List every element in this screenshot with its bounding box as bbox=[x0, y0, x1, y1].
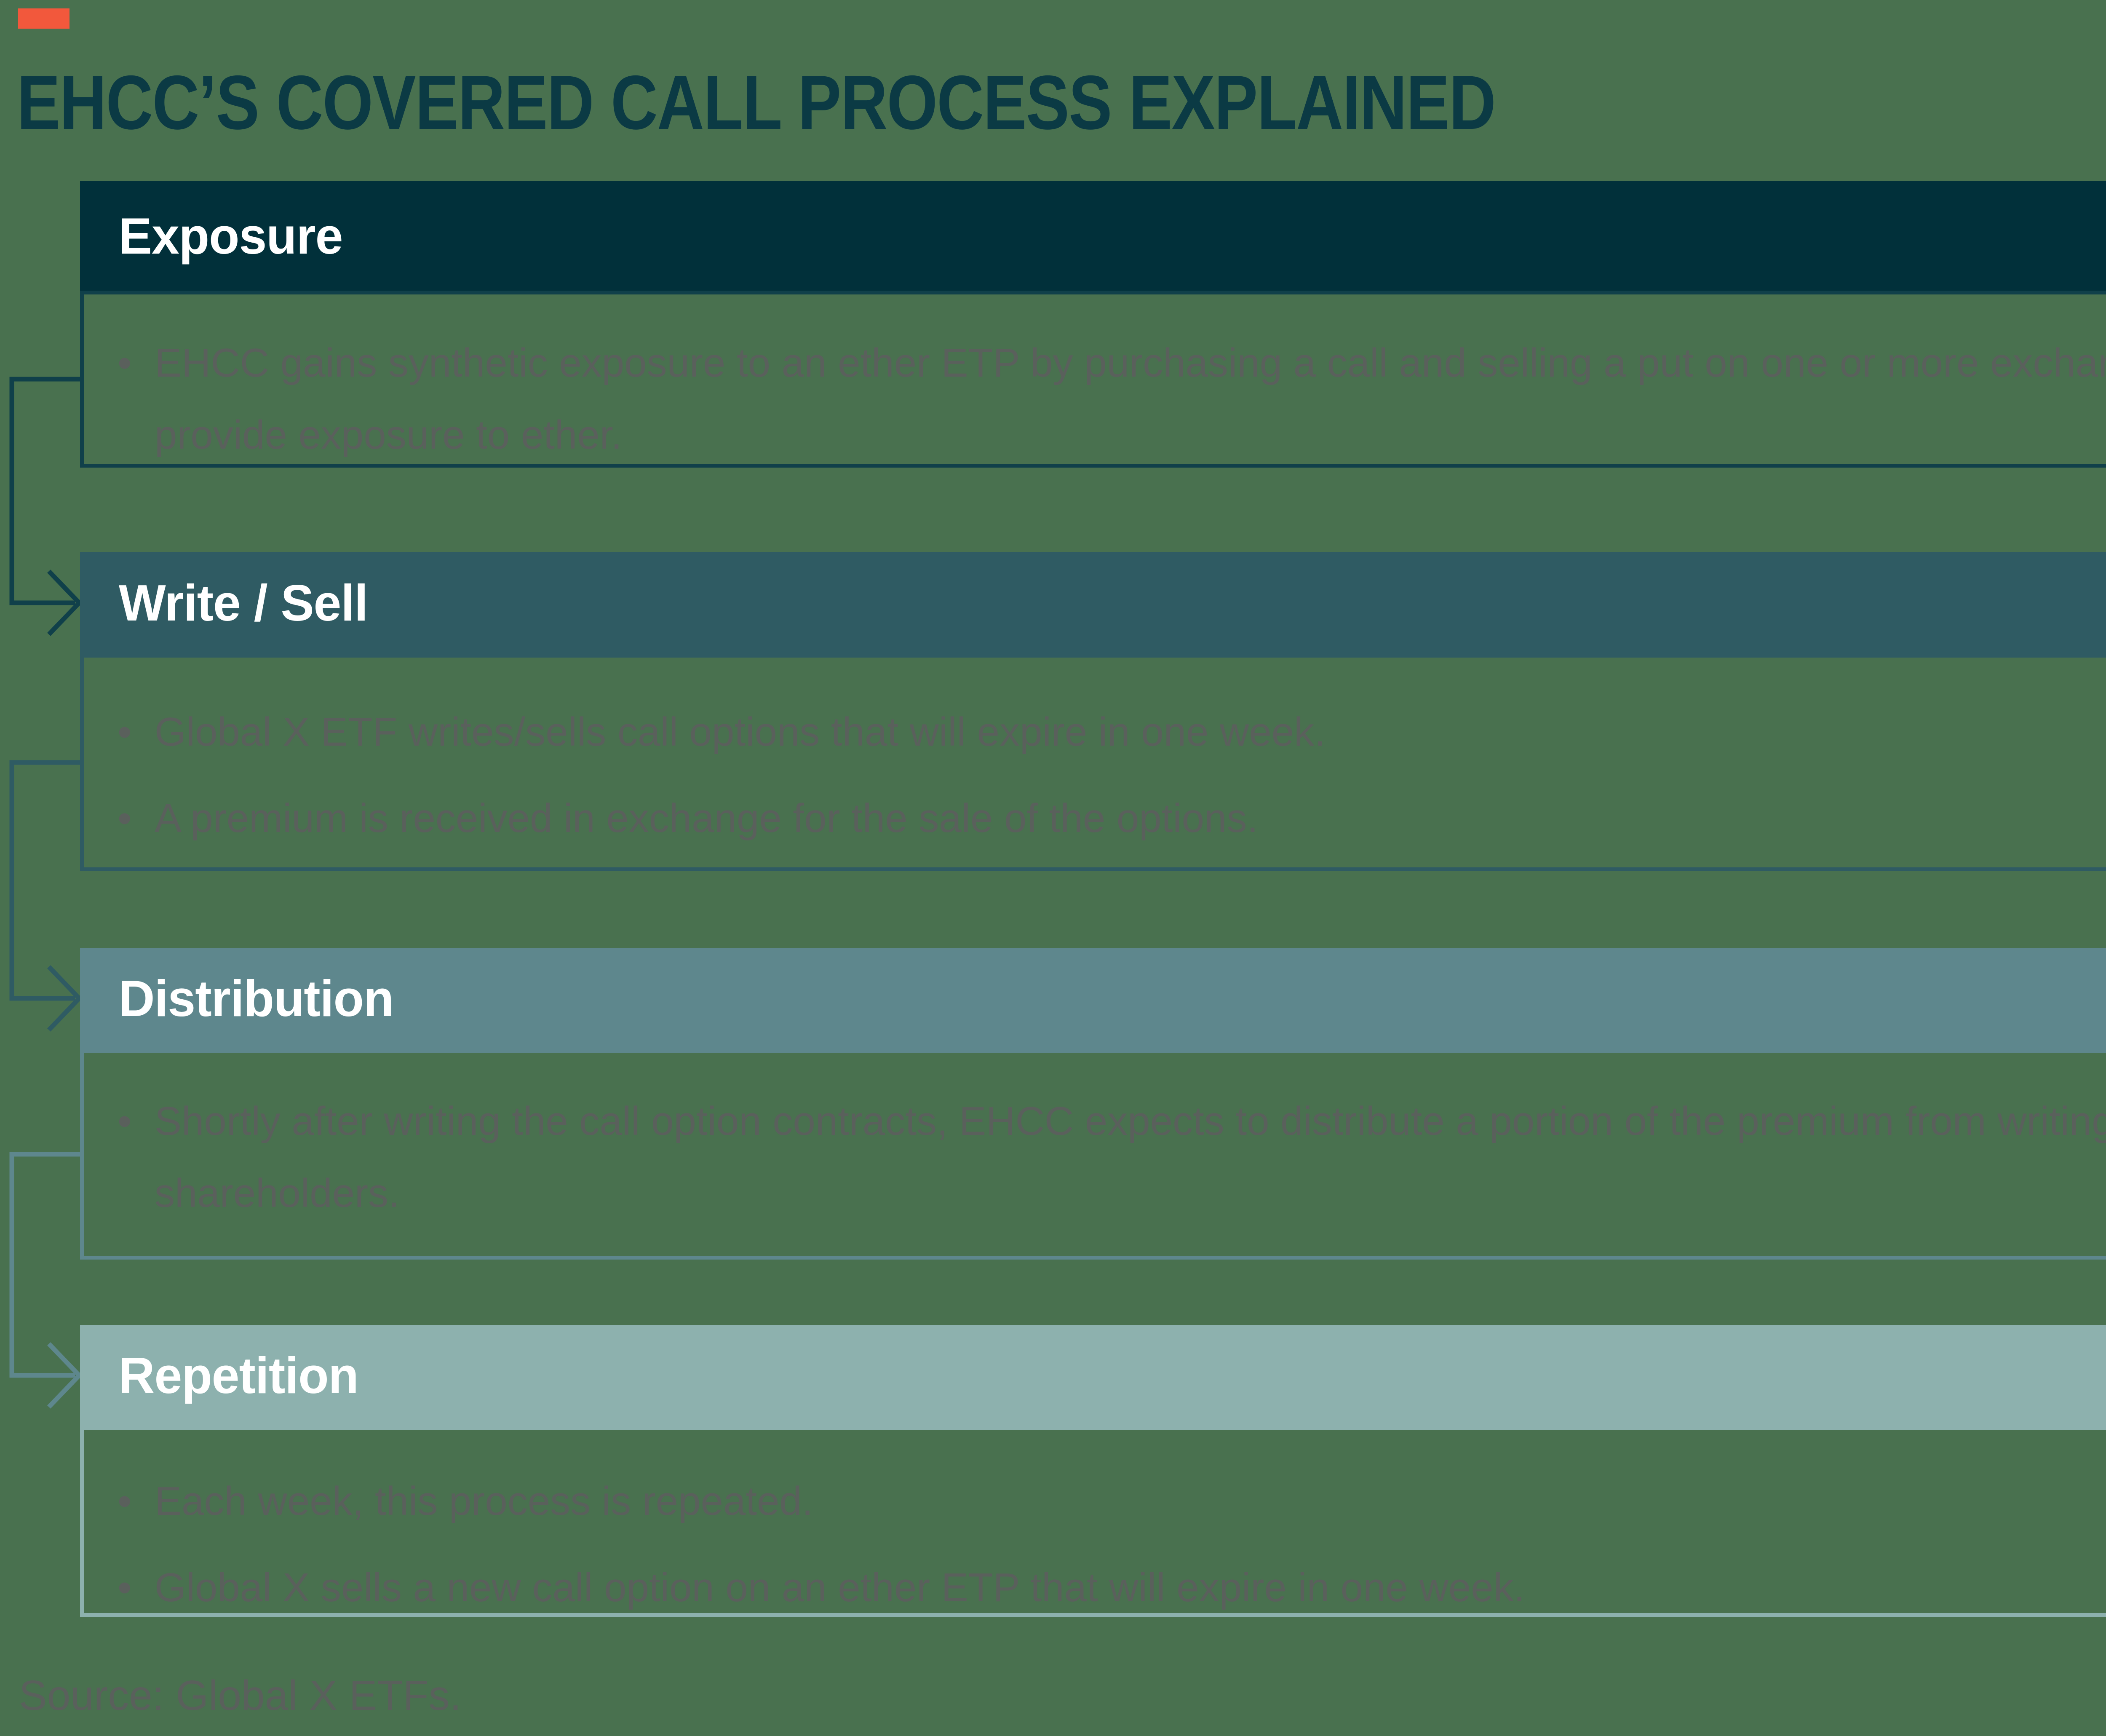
connector-writesell-to-distribution bbox=[9, 760, 83, 1032]
bullet-text: Shortly after writing the call option co… bbox=[155, 1099, 2106, 1216]
step-repetition-label: Repetition bbox=[119, 1347, 359, 1404]
bullet-text: Each week, this process is repeated. bbox=[155, 1479, 813, 1524]
step-exposure-body: • EHCC gains synthetic exposure to an et… bbox=[80, 291, 2106, 468]
step-write-sell: Write / Sell • Global X ETF writes/sells… bbox=[80, 552, 2106, 871]
bullet-text: EHCC gains synthetic exposure to an ethe… bbox=[155, 340, 2106, 457]
step-write-sell-body: • Global X ETF writes/sells call options… bbox=[80, 654, 2106, 871]
step-exposure-header: Exposure bbox=[80, 181, 2106, 291]
step-repetition-body: • Each week, this process is repeated. •… bbox=[80, 1426, 2106, 1617]
connector-distribution-to-repetition bbox=[9, 1152, 83, 1409]
bullet-dot-icon: • bbox=[118, 795, 132, 841]
connector-exposure-to-writesell bbox=[9, 377, 83, 636]
step-distribution-header: Distribution bbox=[80, 948, 2106, 1049]
step-distribution-body: • Shortly after writing the call option … bbox=[80, 1049, 2106, 1260]
bullet-item: • Each week, this process is repeated. bbox=[118, 1466, 2106, 1538]
step-distribution: Distribution • Shortly after writing the… bbox=[80, 948, 2106, 1260]
step-exposure: Exposure • EHCC gains synthetic exposure… bbox=[80, 181, 2106, 468]
step-repetition-header: Repetition bbox=[80, 1325, 2106, 1426]
page-title: EHCC’S COVERED CALL PROCESS EXPLAINED bbox=[17, 59, 1496, 145]
step-write-sell-header: Write / Sell bbox=[80, 552, 2106, 654]
bullet-item: • Global X sells a new call option on an… bbox=[118, 1552, 2106, 1624]
step-write-sell-label: Write / Sell bbox=[119, 574, 368, 631]
bullet-item: • EHCC gains synthetic exposure to an et… bbox=[118, 327, 2106, 471]
bullet-text: A premium is received in exchange for th… bbox=[155, 795, 1259, 841]
source-note: Source: Global X ETFs. bbox=[19, 1672, 462, 1719]
bullet-dot-icon: • bbox=[118, 1479, 132, 1524]
bullet-dot-icon: • bbox=[118, 1565, 132, 1610]
bullet-dot-icon: • bbox=[118, 340, 132, 385]
bullet-dot-icon: • bbox=[118, 1099, 132, 1144]
step-exposure-label: Exposure bbox=[119, 207, 343, 265]
bullet-item: • Global X ETF writes/sells call options… bbox=[118, 696, 2106, 768]
bullet-text: Global X sells a new call option on an e… bbox=[155, 1565, 1525, 1610]
bullet-dot-icon: • bbox=[118, 709, 132, 754]
brand-dash bbox=[18, 8, 69, 29]
step-distribution-label: Distribution bbox=[119, 970, 394, 1027]
bullet-item: • Shortly after writing the call option … bbox=[118, 1086, 2106, 1230]
step-repetition: Repetition • Each week, this process is … bbox=[80, 1325, 2106, 1617]
bullet-text: Global X ETF writes/sells call options t… bbox=[155, 709, 1326, 754]
bullet-item: • A premium is received in exchange for … bbox=[118, 783, 2106, 855]
